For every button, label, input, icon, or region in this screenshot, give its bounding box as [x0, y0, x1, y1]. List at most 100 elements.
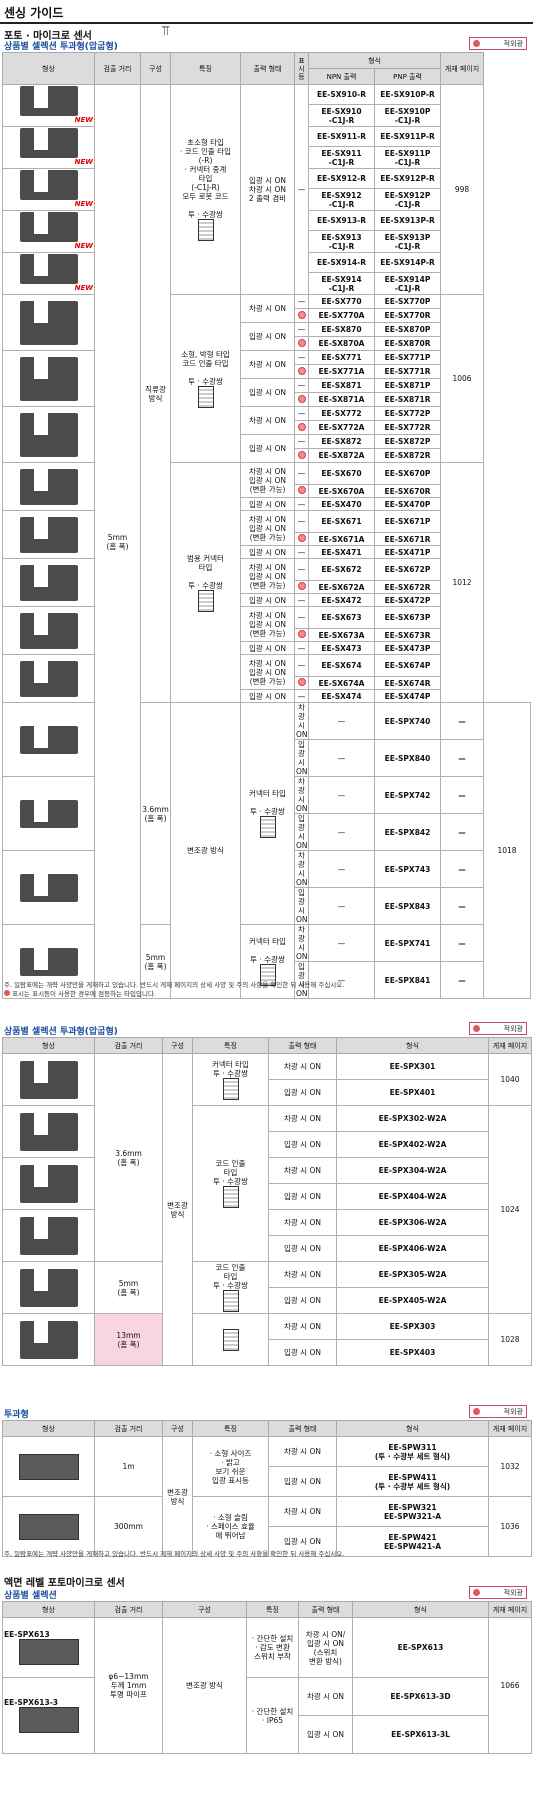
npn-model: EE-SX910-R: [308, 84, 375, 105]
shape-diagram: [2, 606, 95, 655]
indicator-cell: —: [308, 813, 375, 851]
th2-distance: 검출 거리: [94, 1037, 163, 1054]
pnp-model: EE-SX471P: [373, 545, 442, 559]
indicator-none: —: [297, 595, 306, 605]
indicator-cell: —: [308, 739, 375, 777]
output-cell: 차광 시 ON: [268, 1053, 337, 1080]
distance-cell: 5mm (홈 폭): [140, 924, 171, 999]
th3-distance: 검출 거리: [94, 1420, 163, 1437]
distance-cell: 300mm: [94, 1496, 163, 1557]
output-cell: 입광 시 ON: [294, 961, 309, 999]
sensor-shape-icon: [19, 468, 78, 505]
pnp-model: EE-SX672P: [373, 558, 442, 581]
shape-diagram: [2, 1209, 95, 1262]
mini-diagram-icon: [222, 1328, 239, 1351]
npn-model: EE-SX674A: [308, 676, 375, 690]
mini-diagram-icon: [197, 589, 214, 612]
indicator-dot-icon: [297, 422, 306, 431]
table-row: 입광 시 ON—EE-SPX841—: [3, 961, 531, 999]
th2-output: 출력 형태: [268, 1037, 337, 1054]
feature-cell: 코드 인출 타입 투 · 수광쌍: [192, 1261, 269, 1314]
pnp-model: EE-SX672R: [373, 580, 442, 594]
shape-diagram: [2, 1105, 95, 1158]
distance-cell: 13mm (홈 폭): [94, 1313, 163, 1366]
indicator-dot-icon: [297, 678, 306, 686]
npn-model: EE-SX871A: [308, 392, 375, 407]
shape-diagram: [2, 702, 95, 777]
output-cell: 차광 시 ON: [294, 850, 309, 888]
output-cell: 차광 시 ON: [268, 1157, 337, 1184]
th-config: 구성: [140, 52, 171, 85]
indicator-cell: —: [294, 406, 309, 421]
th2-feature: 특징: [192, 1037, 269, 1054]
config-cell: 변조광 방식: [162, 1053, 193, 1366]
indicator-cell: [294, 532, 309, 546]
output-cell: 차광 시 ON: [240, 350, 295, 379]
shape-diagram: NEW: [2, 126, 95, 169]
indicator-dot-icon: [297, 450, 306, 459]
model-cell: EE-SPW321 EE-SPW321-A: [336, 1496, 489, 1527]
legend-dot-icon: [473, 1408, 480, 1415]
pnp-model: EE-SX674R: [373, 676, 442, 690]
feature-cell: 커넥터 타입 투 · 수광쌍: [240, 924, 295, 999]
npn-model: EE-SX674: [308, 654, 375, 677]
npn-model: EE-SX872A: [308, 448, 375, 463]
output-cell: 입광 시 ON: [240, 641, 295, 655]
pnp-model: EE-SX872R: [373, 448, 442, 463]
pnp-model: EE-SX673R: [373, 628, 442, 642]
pnp-model: EE-SX911P-R: [373, 126, 442, 147]
pnp-model: EE-SX771P: [373, 350, 442, 365]
output-cell: 차광 시 ON: [268, 1261, 337, 1288]
npn-model: EE-SX673: [308, 606, 375, 629]
output-cell: 입광 시 ON: [268, 1235, 337, 1262]
npn-model: EE-SPX740: [373, 702, 442, 740]
indicator-none: —: [337, 716, 346, 726]
th-indicator: 표시등: [294, 52, 309, 85]
npn-model: EE-SX770: [308, 294, 375, 309]
indicator-cell: —: [294, 322, 309, 337]
npn-model: EE-SX910 -C1J-R: [308, 104, 375, 127]
npn-model: EE-SPX841: [373, 961, 442, 999]
output-cell: 입광 시 ON: [268, 1466, 337, 1497]
indicator-none: —: [297, 691, 306, 701]
pnp-model: EE-SX671R: [373, 532, 442, 546]
shape-diagram: [2, 350, 95, 407]
model-cell: EE-SPX613-3L: [352, 1715, 489, 1754]
npn-model: EE-SX672A: [308, 580, 375, 594]
sensor-shape-icon: [19, 356, 78, 401]
sensor-shape-icon: [19, 516, 78, 553]
title-rule: [0, 22, 533, 24]
indicator-cell: —: [294, 378, 309, 393]
feature-cell: · 소형 사이즈 · 밝고 보기 쉬운 입광 표시등: [192, 1436, 269, 1497]
shape-diagram: [2, 406, 95, 463]
page-cell: 1024: [488, 1105, 532, 1314]
sensor-shape-icon: [19, 1216, 78, 1255]
npn-model: EE-SX472: [308, 593, 375, 607]
level-sensor-icon: [18, 1707, 79, 1733]
pnp-model: EE-SX770P: [373, 294, 442, 309]
config-cell: 변조광 방식: [170, 702, 241, 999]
indicator-cell: —: [294, 497, 309, 511]
indicator-cell: —: [294, 641, 309, 655]
indicator-dot-icon: [297, 534, 306, 542]
legend-infrared-4: 적외광: [469, 1586, 527, 1599]
npn-model: EE-SPX743: [373, 850, 442, 888]
pnp-model: EE-SX670R: [373, 484, 442, 498]
feature-cell: 커넥터 타입 투 · 수광쌍: [192, 1053, 269, 1106]
npn-model: EE-SPX842: [373, 813, 442, 851]
indicator-cell: —: [294, 558, 309, 581]
output-cell: 입광 시 ON: [298, 1715, 353, 1754]
